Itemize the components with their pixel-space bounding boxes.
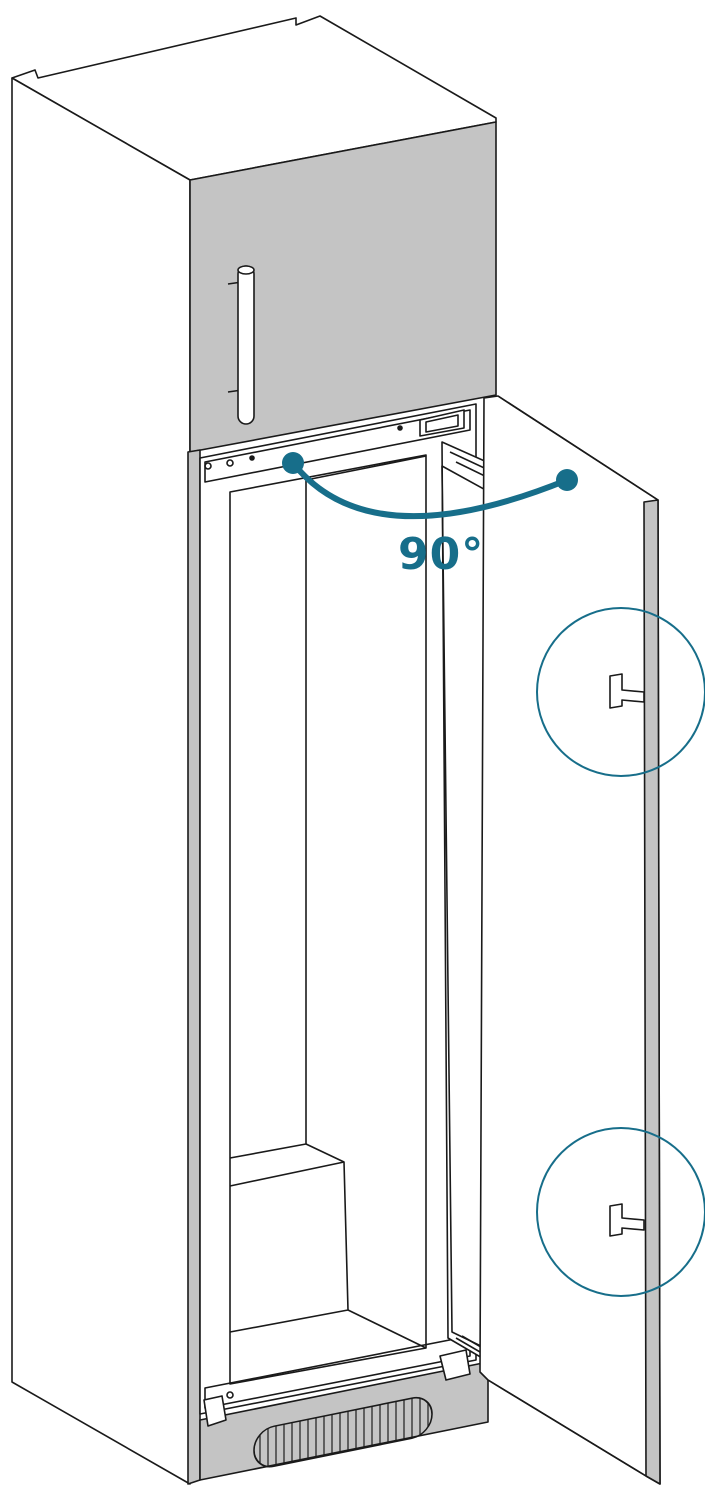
appliance-top-rail — [204, 409, 471, 483]
lower-hinge-callout — [536, 1127, 705, 1297]
ventilation-grille — [253, 1396, 433, 1468]
upper-slide-bracket — [609, 673, 645, 709]
compressor-step-top — [229, 1161, 345, 1187]
opening-angle-arc — [290, 460, 570, 520]
lower-slide-bracket — [609, 1203, 645, 1237]
cabinet-door-panel-face — [643, 499, 661, 1485]
upper-hinge-callout — [536, 607, 705, 777]
screw — [226, 1391, 234, 1399]
screw — [226, 459, 234, 467]
interior-floor-edge — [347, 1309, 427, 1349]
cabinet-door-panel — [479, 395, 661, 1485]
lower-left-hinge — [203, 1395, 227, 1427]
opening-angle-label: 90° — [398, 529, 485, 580]
screw — [249, 455, 255, 461]
screw — [397, 425, 403, 431]
appliance-frame — [199, 403, 477, 1415]
interior-back-panel — [305, 455, 427, 481]
upper-cabinet-door — [189, 121, 497, 453]
cabinet-left-side — [11, 77, 191, 1485]
cabinet-front-edge — [187, 449, 201, 1485]
cabinet-door-handle — [227, 265, 255, 425]
lower-hinge-bracket — [439, 1349, 471, 1381]
screw — [204, 462, 212, 470]
arc-end-dot — [556, 469, 578, 491]
arc-start-dot — [282, 452, 304, 474]
